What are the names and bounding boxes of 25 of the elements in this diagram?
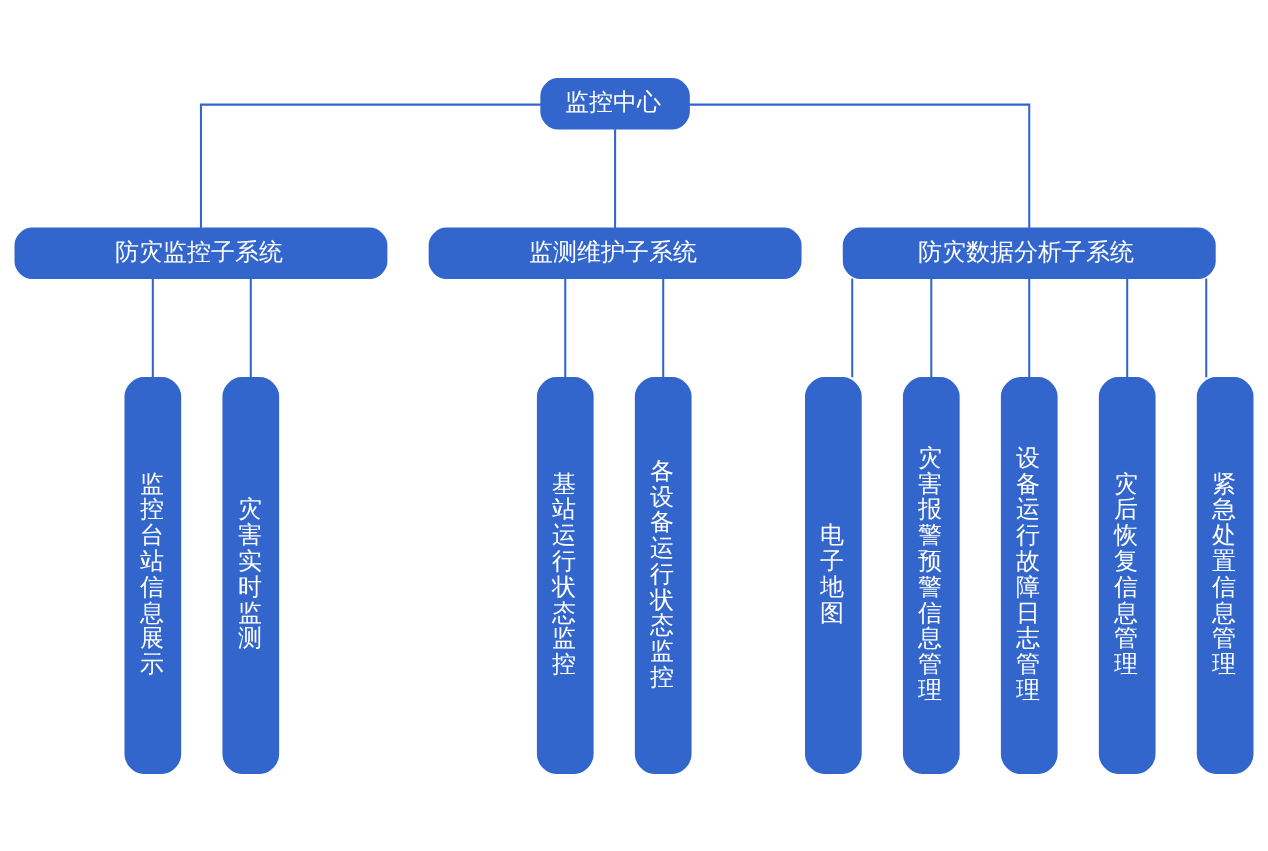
node-box: 灾害报警预警信息管理 — [902, 376, 960, 774]
connector — [930, 278, 933, 377]
node-box: 基站运行状态监控 — [536, 376, 594, 774]
node-box: 监测维护子系统 — [428, 227, 802, 279]
connector — [1205, 278, 1208, 377]
node-box: 防灾监控子系统 — [14, 227, 388, 279]
node-box: 各设备运行状态监控 — [634, 376, 692, 774]
node-box: 监控中心 — [540, 77, 690, 130]
connector — [564, 278, 567, 377]
node-box: 紧急处置信息管理 — [1196, 376, 1254, 774]
connector — [614, 128, 617, 228]
node-box: 防灾数据分析子系统 — [842, 227, 1216, 279]
connector — [662, 278, 665, 377]
node-box: 监控台站信息展示 — [124, 376, 182, 774]
node-box: 电子地图 — [805, 376, 862, 774]
node-box: 设备运行故障日志管理 — [1000, 376, 1058, 774]
connector — [1126, 278, 1129, 377]
connector — [151, 278, 154, 377]
connector — [199, 103, 542, 228]
connector — [689, 103, 1031, 228]
node-box: 灾后恢复信息管理 — [1098, 376, 1156, 774]
connector — [1028, 278, 1031, 377]
connector — [249, 278, 252, 377]
node-box: 灾害实时监测 — [222, 376, 280, 774]
connector — [851, 278, 854, 377]
